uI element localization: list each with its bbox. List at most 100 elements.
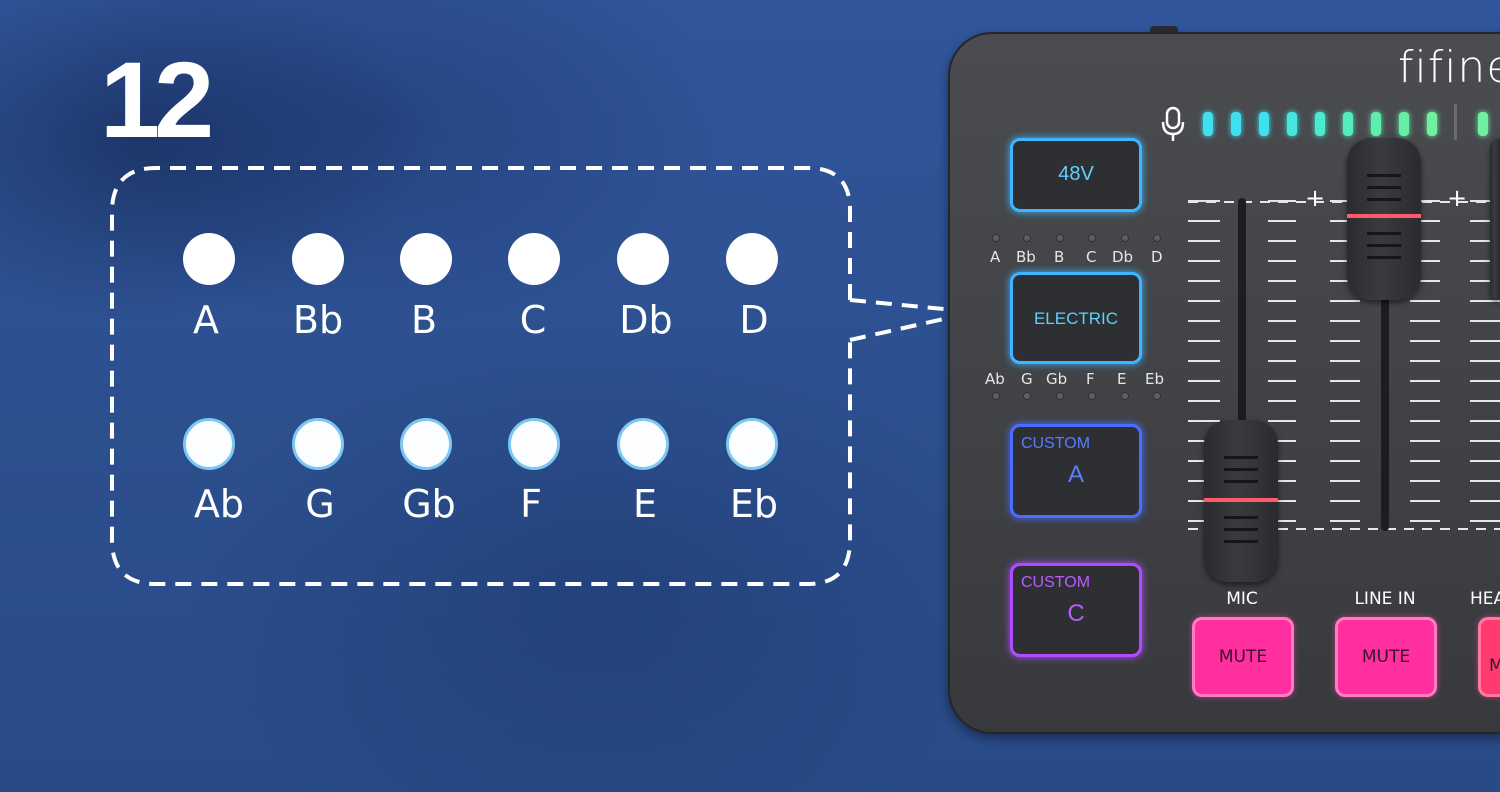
mic-channel-label: MIC <box>1226 589 1258 609</box>
fader-indicator <box>1347 214 1421 218</box>
legend-dot <box>508 233 560 285</box>
scale-tick <box>1268 380 1296 382</box>
scale-dash <box>1278 528 1288 530</box>
key-pin <box>1153 234 1161 242</box>
key-pin <box>1088 392 1096 400</box>
scale-tick <box>1410 220 1440 222</box>
scale-dash <box>1458 528 1468 530</box>
fader-grip <box>1367 198 1401 201</box>
key-label: Db <box>1112 248 1134 266</box>
scale-dash <box>1296 201 1306 203</box>
scale-tick <box>1188 420 1220 422</box>
scale-dash <box>1278 201 1288 203</box>
phantom-power-button[interactable]: 48V <box>1010 138 1142 212</box>
line-in-fader[interactable] <box>1347 138 1421 300</box>
microphone-icon <box>1161 106 1185 141</box>
fader-grip <box>1224 480 1258 483</box>
scale-tick <box>1470 340 1500 342</box>
legend-ring-dot <box>400 418 452 470</box>
key-label: G <box>1021 370 1033 388</box>
meter-led <box>1427 112 1437 136</box>
scale-tick <box>1410 280 1440 282</box>
scale-tick <box>1410 480 1440 482</box>
custom-c-button[interactable]: CUSTOM C <box>1010 563 1142 657</box>
legend-dot <box>183 233 235 285</box>
scale-dash <box>1368 528 1378 530</box>
brand-logo: fifine <box>1398 42 1500 93</box>
mute-label: M <box>1489 656 1500 676</box>
scale-tick <box>1330 340 1360 342</box>
step-number: 12 <box>100 39 214 160</box>
electric-voice-button[interactable]: ELECTRIC <box>1010 272 1142 364</box>
scale-tick <box>1410 320 1440 322</box>
legend-ring-dot <box>183 418 235 470</box>
scale-dash <box>1494 528 1500 530</box>
key-label: E <box>1117 370 1127 388</box>
key-pin <box>1121 392 1129 400</box>
key-label: Eb <box>1145 370 1164 388</box>
scale-dash <box>1386 528 1396 530</box>
line-in-mute-button[interactable]: MUTE <box>1335 617 1437 697</box>
scale-dash <box>1224 201 1234 203</box>
legend-label: Gb <box>402 482 456 526</box>
fader-grip <box>1224 456 1258 459</box>
key-pin <box>1088 234 1096 242</box>
legend-dot <box>617 233 669 285</box>
scale-tick <box>1330 200 1360 202</box>
mute-label: MUTE <box>1218 647 1268 667</box>
scale-dash <box>1476 528 1486 530</box>
key-label: Gb <box>1046 370 1068 388</box>
key-pin <box>1121 234 1129 242</box>
scale-tick <box>1470 520 1500 522</box>
scale-tick <box>1188 260 1220 262</box>
scale-tick <box>1188 320 1220 322</box>
scale-tick <box>1470 500 1500 502</box>
scale-tick <box>1188 340 1220 342</box>
key-pin <box>1023 392 1031 400</box>
meter-divider <box>1454 104 1457 140</box>
scale-tick <box>1268 320 1296 322</box>
scale-tick <box>1330 460 1360 462</box>
scale-dash <box>1260 201 1270 203</box>
key-label: F <box>1086 370 1095 388</box>
scale-tick <box>1188 360 1220 362</box>
scale-tick <box>1470 380 1500 382</box>
scale-tick <box>1188 220 1220 222</box>
key-pin <box>992 392 1000 400</box>
mic-fader-track <box>1238 198 1246 528</box>
key-pin <box>1153 392 1161 400</box>
key-label: A <box>990 248 1001 266</box>
meter-led <box>1203 112 1213 136</box>
key-pin <box>992 234 1000 242</box>
scale-tick <box>1330 300 1360 302</box>
scale-dash <box>1332 528 1342 530</box>
scale-tick <box>1470 280 1500 282</box>
scale-tick <box>1268 360 1296 362</box>
plus-sign: + <box>1305 184 1326 212</box>
headphone-fader[interactable] <box>1490 138 1500 300</box>
scale-dash <box>1422 528 1432 530</box>
custom-a-button[interactable]: CUSTOM A <box>1010 424 1142 518</box>
mic-mute-button[interactable]: MUTE <box>1192 617 1294 697</box>
meter-led <box>1343 112 1353 136</box>
meter-led <box>1259 112 1269 136</box>
scale-tick <box>1470 240 1500 242</box>
legend-dot <box>726 233 778 285</box>
custom-c-caption: CUSTOM <box>1021 574 1091 591</box>
scale-dash <box>1422 201 1432 203</box>
scale-tick <box>1330 240 1360 242</box>
scale-tick <box>1268 220 1296 222</box>
scale-tick <box>1410 460 1440 462</box>
scale-tick <box>1330 260 1360 262</box>
scale-tick <box>1330 280 1360 282</box>
scale-tick <box>1330 520 1360 522</box>
legend-label: C <box>519 298 547 342</box>
scale-tick <box>1330 480 1360 482</box>
headphone-mute-button[interactable]: M <box>1478 617 1500 697</box>
scale-tick <box>1330 500 1360 502</box>
legend-label: Bb <box>292 298 344 342</box>
scale-dash <box>1440 201 1450 203</box>
mic-fader[interactable] <box>1204 420 1278 582</box>
meter-led <box>1315 112 1325 136</box>
scale-tick <box>1188 380 1220 382</box>
